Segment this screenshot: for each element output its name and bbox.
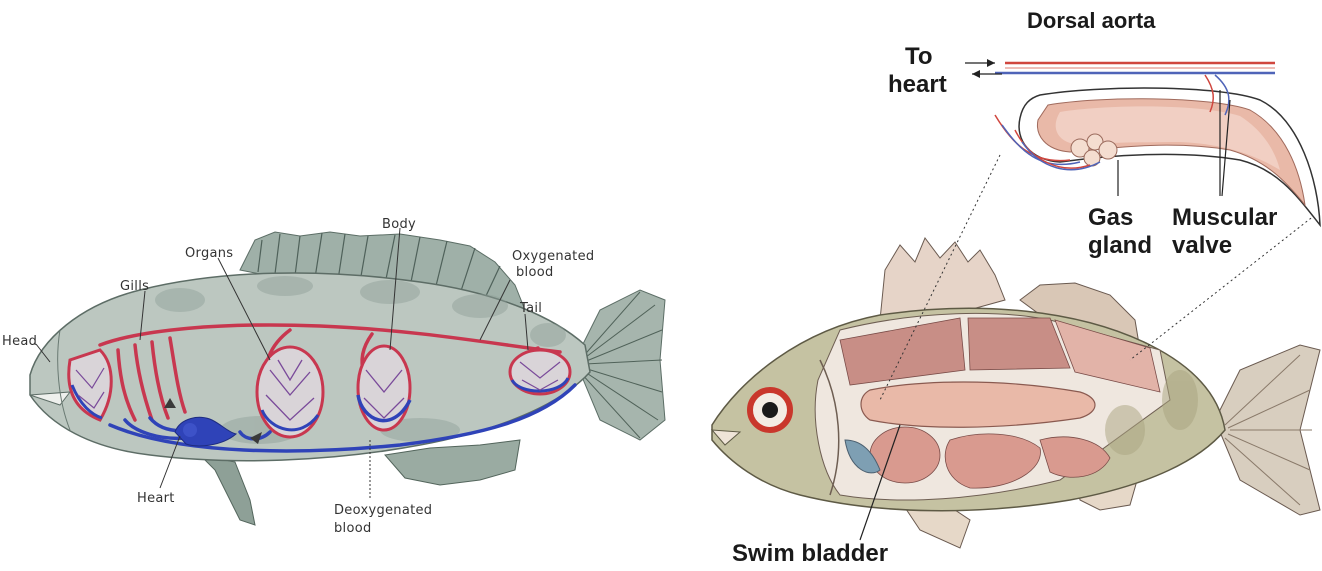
oxygenated-label-line2: blood [516, 265, 554, 280]
spiny-dorsal-fin [880, 238, 1005, 320]
to-heart-label-line2: heart [888, 72, 947, 98]
right-fish [712, 59, 1320, 548]
deoxygenated-label-line1: Deoxygenated [334, 503, 432, 518]
left-fish [30, 228, 665, 525]
organs-capillary [257, 347, 323, 437]
oxygenated-label-line1: Oxygenated [512, 249, 594, 264]
body-capillary [358, 346, 410, 430]
muscular-valve-label-line1: Muscular [1172, 205, 1277, 231]
pelvic-fin [200, 455, 255, 525]
gas-gland-label-line1: Gas [1088, 205, 1133, 231]
gas-gland-label-line2: gland [1088, 233, 1152, 259]
gills-label: Gills [120, 279, 149, 294]
organs-label: Organs [185, 246, 233, 261]
tail-label: Tail [520, 301, 542, 316]
head-label: Head [2, 334, 37, 349]
muscular-valve-label-line2: valve [1172, 233, 1232, 259]
tail-capillary [510, 350, 570, 394]
heart-label: Heart [137, 491, 175, 506]
swim-bladder [861, 382, 1095, 427]
swim-bladder-label: Swim bladder [732, 541, 888, 567]
to-heart-label-line1: To [905, 44, 933, 70]
body-label: Body [382, 217, 416, 232]
deoxygenated-label-line2: blood [334, 521, 372, 536]
dorsal-aorta-label: Dorsal aorta [1027, 8, 1155, 34]
